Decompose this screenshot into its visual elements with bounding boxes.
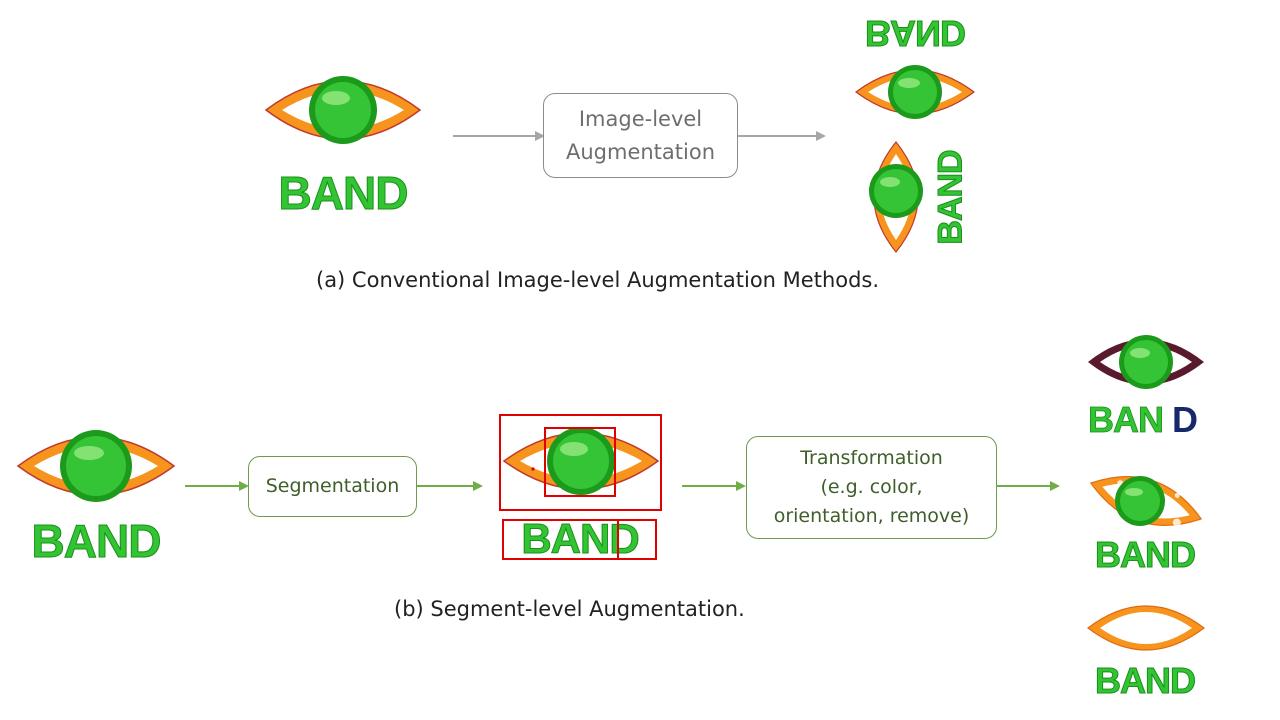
image-level-augmentation-box: Image-level Augmentation [543, 93, 738, 178]
arrow-right-icon [185, 481, 249, 491]
flipped-logo: BAND [854, 13, 976, 128]
transform-line-2: (e.g. color, [820, 476, 923, 498]
eye-icon [1087, 605, 1205, 651]
box-line-1: Image-level [578, 106, 703, 131]
rotated-logo: BAND [858, 140, 978, 254]
arrow-right-icon [453, 131, 545, 141]
segmentation-label: Segmentation [265, 475, 400, 497]
logo-word-flipped: BAND [865, 13, 966, 55]
caption-a: (a) Conventional Image-level Augmentatio… [316, 268, 880, 292]
logo-word: BAND [31, 515, 162, 568]
eye-icon [502, 427, 660, 495]
original-logo-a: BAND [262, 62, 424, 220]
transformation-box: Transformation (e.g. color, orientation,… [746, 436, 997, 539]
original-logo-b: BAND [14, 418, 178, 568]
eye-icon [16, 430, 176, 502]
arrow-right-icon [996, 481, 1060, 491]
orientation-transformed-logo: BAND [1086, 462, 1206, 576]
transform-line-1: Transformation [800, 447, 943, 469]
eye-icon [869, 141, 923, 253]
arrow-right-icon [417, 481, 483, 491]
segment-box-ball [544, 427, 616, 497]
transform-line-3: orientation, remove) [773, 505, 970, 527]
arrow-right-icon [682, 481, 746, 491]
logo-word: BAND [278, 167, 409, 220]
eye-icon [1088, 335, 1204, 389]
logo-word: BAND [1095, 660, 1197, 702]
logo-letter-d-navy: D [1172, 399, 1198, 440]
segmented-logo: BAND [498, 413, 664, 563]
segment-boxes [499, 414, 662, 560]
logo-word: BAND [521, 515, 640, 563]
arrow-right-icon [738, 131, 826, 141]
removed-segment-logo: BAND [1086, 590, 1206, 702]
segmentation-box: Segmentation [248, 456, 417, 517]
logo-word: BAND [1095, 534, 1197, 576]
logo-word-recolored: BAN D [1086, 398, 1206, 441]
box-line-2: Augmentation [565, 139, 716, 164]
eye-icon [1089, 476, 1203, 527]
caption-b: (b) Segment-level Augmentation. [394, 597, 745, 621]
logo-word-part: BAN [1088, 399, 1163, 440]
logo-word-rotated: BAND [931, 150, 970, 245]
eye-icon [264, 76, 422, 144]
segment-box-word [502, 519, 657, 560]
eye-icon [854, 65, 976, 119]
color-transformed-logo: BAN D [1086, 324, 1206, 441]
segment-box-eye [499, 414, 662, 511]
